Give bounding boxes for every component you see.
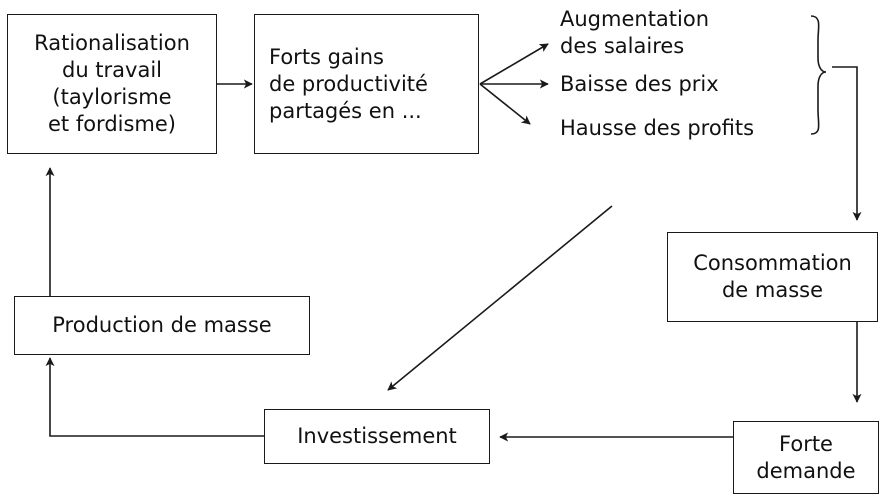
forte-demande-line-1: Forte bbox=[779, 431, 833, 456]
box-production: Production de masse bbox=[14, 296, 310, 355]
forte-demande-line-2: demande bbox=[756, 458, 856, 483]
outcome-prix-label: Baisse des prix bbox=[560, 72, 719, 96]
rationalisation-line-1: Rationalisation bbox=[34, 31, 190, 55]
investissement-label: Investissement bbox=[297, 424, 457, 448]
grouping-brace bbox=[810, 15, 827, 135]
outcome-profits: Hausse des profits bbox=[560, 115, 754, 142]
box-rationalisation: Rationalisation du travail (taylorisme e… bbox=[7, 14, 217, 154]
rationalisation-line-4: et fordisme) bbox=[47, 112, 176, 136]
box-investissement: Investissement bbox=[264, 409, 490, 464]
outcome-salaires-line-1: Augmentation bbox=[560, 7, 710, 31]
box-consommation: Consommation de masse bbox=[667, 232, 878, 322]
arrow-gains-to-salaires bbox=[479, 43, 549, 85]
gains-line-2: de productivité bbox=[269, 71, 428, 96]
rationalisation-line-2: du travail bbox=[61, 58, 163, 82]
outcome-profits-label: Hausse des profits bbox=[560, 116, 755, 140]
box-forte-demande: Forte demande bbox=[733, 421, 879, 494]
arrow-gains-to-profits bbox=[479, 83, 531, 125]
arrow-brace-to-consommation bbox=[832, 66, 862, 221]
arrow-profits-to-investissement bbox=[387, 205, 613, 391]
arrow-investissement-to-production bbox=[45, 357, 264, 437]
box-gains-productivite: Forts gains de productivité partagés en … bbox=[254, 14, 479, 154]
outcome-prix: Baisse des prix bbox=[560, 71, 719, 98]
outcome-salaires: Augmentation des salaires bbox=[560, 6, 709, 60]
outcome-salaires-line-2: des salaires bbox=[560, 34, 685, 58]
gains-line-3: partagés en ... bbox=[269, 98, 422, 123]
gains-line-1: Forts gains bbox=[269, 44, 384, 69]
rationalisation-line-3: (taylorisme bbox=[52, 85, 172, 109]
production-label: Production de masse bbox=[52, 313, 272, 337]
consommation-line-1: Consommation bbox=[693, 251, 852, 275]
consommation-line-2: de masse bbox=[721, 278, 824, 302]
